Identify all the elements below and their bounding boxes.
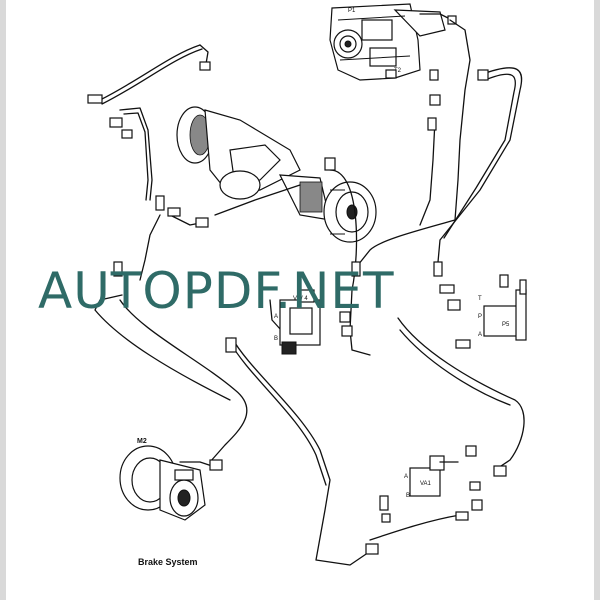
watermark: AUTOPDF.NET	[38, 262, 395, 320]
label-a-left: A	[274, 314, 278, 320]
label-b-left: B	[274, 336, 278, 342]
motor-m2	[119, 445, 206, 521]
hydraulic-pump	[329, 3, 457, 81]
label-t2: T2	[394, 68, 402, 74]
caption-brake-system: Brake System	[138, 557, 198, 567]
label-t-right: T	[478, 296, 482, 302]
label-va1: VA1	[420, 481, 432, 487]
label-m2: M2	[137, 438, 147, 445]
valve-p5	[483, 274, 527, 341]
label-a-right: A	[478, 332, 482, 338]
label-b-bottom: B	[406, 493, 410, 499]
left-border	[0, 0, 6, 600]
label-a-bottom: A	[404, 474, 408, 480]
hydraulic-lines	[94, 19, 525, 566]
right-border	[594, 0, 600, 600]
axle-assembly	[176, 106, 377, 243]
label-vw4: VW 4	[293, 296, 308, 302]
label-p1: P1	[348, 8, 356, 14]
valve-vw4	[279, 289, 321, 355]
label-p5: P5	[502, 322, 510, 328]
label-p-right: P	[478, 314, 482, 320]
valve-va1	[409, 455, 459, 497]
fittings	[87, 61, 507, 555]
